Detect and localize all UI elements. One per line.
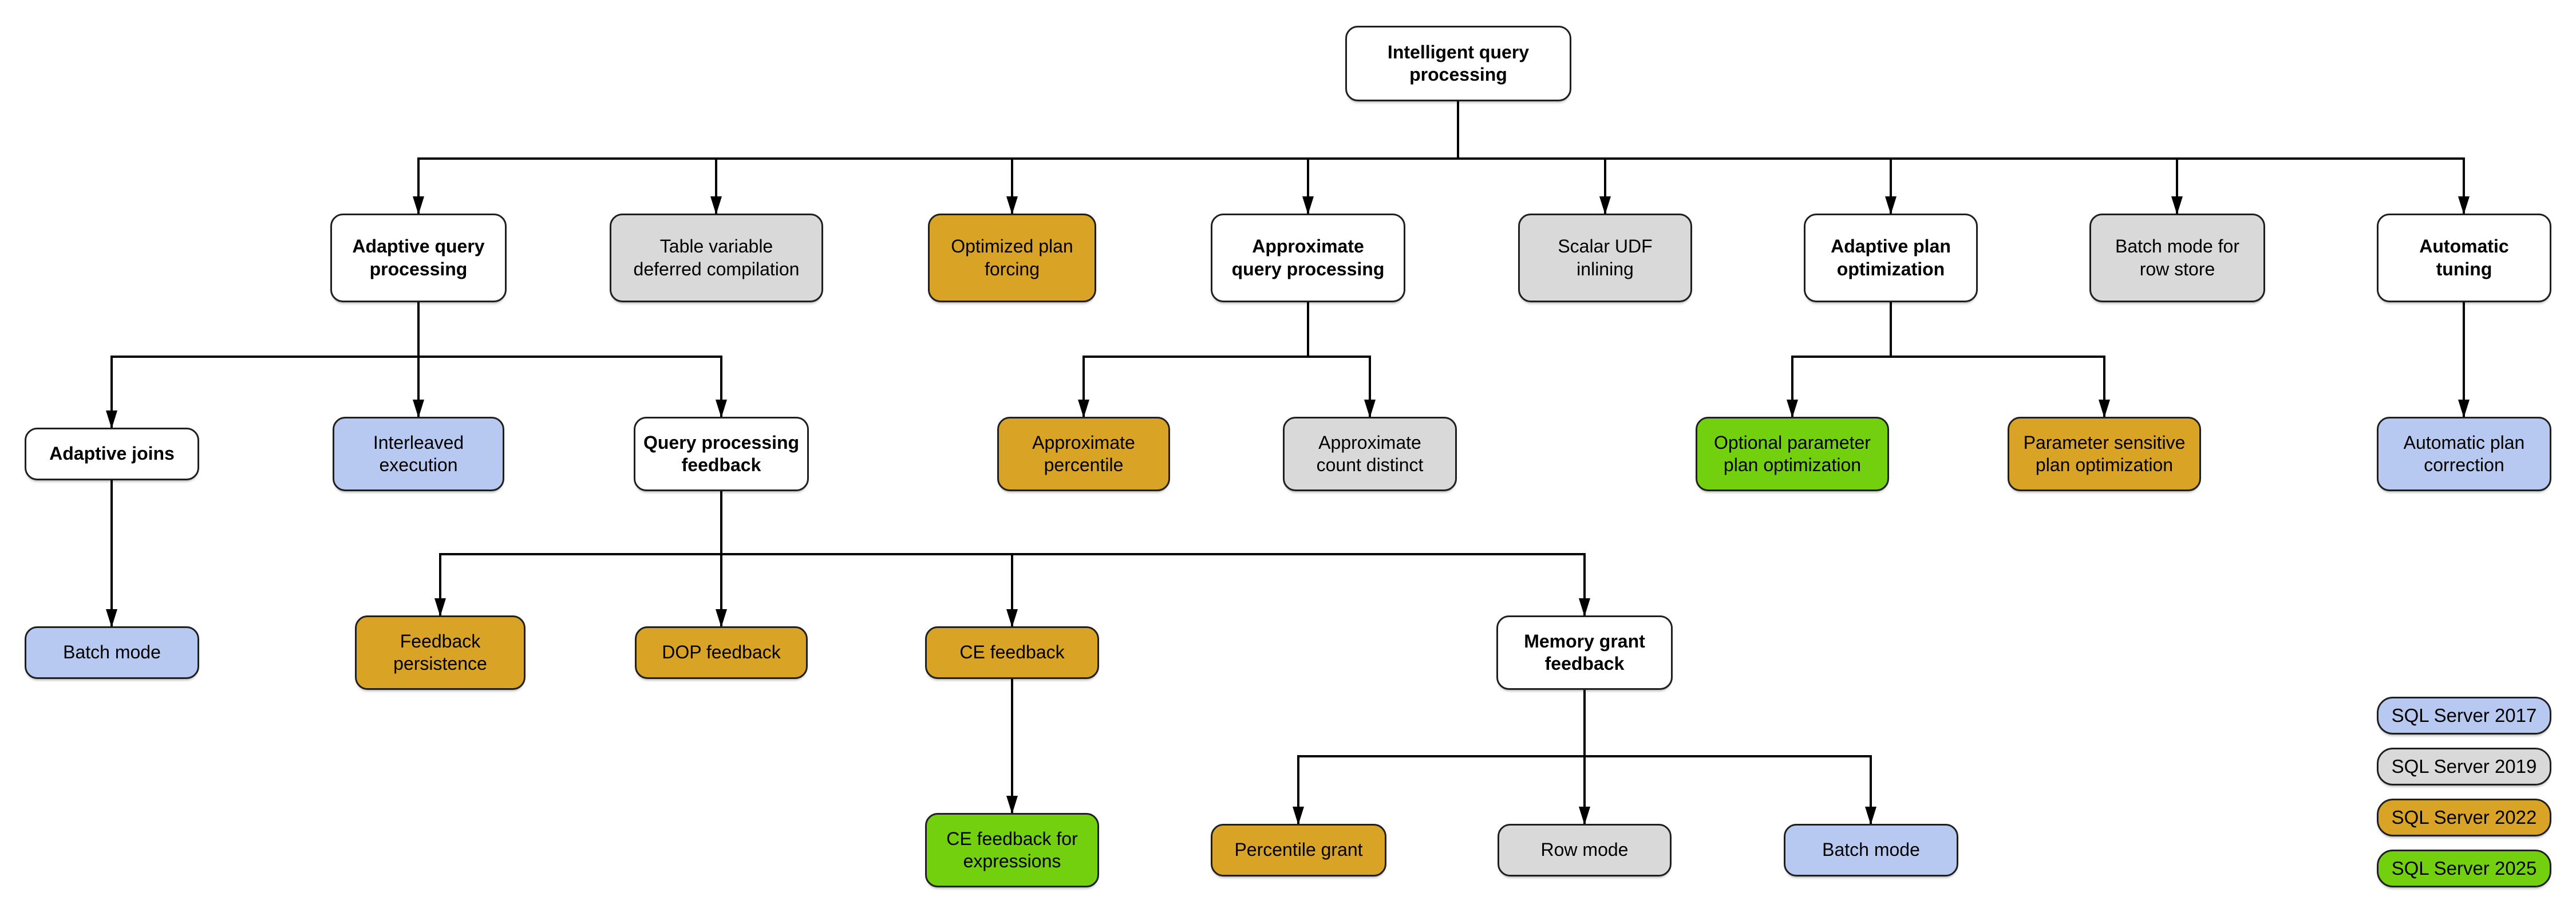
node-label: Query processing feedback <box>643 432 800 475</box>
legend-item-sql-server-2022: SQL Server 2022 <box>2377 799 2551 836</box>
node-adaptive-plan-optimization: Adaptive plan optimization <box>1804 214 1978 302</box>
node-label: Intelligent query processing <box>1387 41 1530 85</box>
legend-label: SQL Server 2022 <box>2391 807 2537 828</box>
node-query-processing-feedback: Query processing feedback <box>634 417 809 491</box>
node-label: DOP feedback <box>662 642 781 663</box>
node-label: CE feedback <box>959 642 1065 663</box>
node-label: Memory grant feedback <box>1524 630 1645 674</box>
node-label: Adaptive query processing <box>352 236 485 279</box>
node-approximate-query-processing: Approximate query processing <box>1211 214 1405 302</box>
node-label: Adaptive plan optimization <box>1831 236 1951 279</box>
node-adaptive-joins: Adaptive joins <box>25 428 199 480</box>
node-automatic-tuning: Automatic tuning <box>2377 214 2551 302</box>
node-label: Feedback persistence <box>393 630 487 674</box>
legend-item-sql-server-2017: SQL Server 2017 <box>2377 697 2551 735</box>
node-label: Percentile grant <box>1234 839 1363 860</box>
legend-label: SQL Server 2025 <box>2391 858 2537 879</box>
node-percentile-grant: Percentile grant <box>1211 824 1386 876</box>
node-label: Batch mode <box>63 642 161 663</box>
node-scalar-udf-inlining: Scalar UDF inlining <box>1518 214 1692 302</box>
node-label: Batch mode <box>1822 839 1920 860</box>
node-label: Parameter sensitive plan optimization <box>2023 432 2186 475</box>
node-label: Automatic plan correction <box>2403 432 2525 475</box>
node-automatic-plan-correction: Automatic plan correction <box>2377 417 2551 491</box>
node-optimized-plan-forcing: Optimized plan forcing <box>928 214 1096 302</box>
legend-label: SQL Server 2017 <box>2391 705 2537 726</box>
node-label: Batch mode for row store <box>2115 236 2239 279</box>
node-label: Interleaved execution <box>373 432 464 475</box>
node-label: Table variable deferred compilation <box>633 236 800 279</box>
node-label: Adaptive joins <box>49 443 175 464</box>
node-label: Scalar UDF inlining <box>1558 236 1653 279</box>
node-optional-parameter-plan-optimization: Optional parameter plan optimization <box>1696 417 1889 491</box>
node-approximate-percentile: Approximate percentile <box>997 417 1170 491</box>
legend-label: SQL Server 2019 <box>2391 756 2537 777</box>
node-ce-feedback-for-expressions: CE feedback for expressions <box>925 813 1099 887</box>
node-label: Approximate percentile <box>1032 432 1135 475</box>
node-label: Approximate query processing <box>1231 236 1385 279</box>
node-feedback-persistence: Feedback persistence <box>355 615 526 690</box>
node-intelligent-query-processing: Intelligent query processing <box>1345 26 1571 101</box>
node-batch-mode-memory-grant: Batch mode <box>1784 824 1958 876</box>
node-adaptive-query-processing: Adaptive query processing <box>330 214 507 302</box>
node-label: Row mode <box>1540 839 1629 860</box>
node-row-mode: Row mode <box>1498 824 1672 876</box>
node-label: Approximate count distinct <box>1316 432 1424 475</box>
node-table-variable-deferred-compilation: Table variable deferred compilation <box>610 214 823 302</box>
node-ce-feedback: CE feedback <box>925 626 1099 679</box>
node-approximate-count-distinct: Approximate count distinct <box>1283 417 1457 491</box>
node-label: Automatic tuning <box>2419 236 2509 279</box>
node-parameter-sensitive-plan-optimization: Parameter sensitive plan optimization <box>2008 417 2201 491</box>
node-label: CE feedback for expressions <box>946 828 1078 871</box>
legend-item-sql-server-2025: SQL Server 2025 <box>2377 850 2551 887</box>
node-label: Optimized plan forcing <box>951 236 1073 279</box>
node-batch-mode-adaptive-joins: Batch mode <box>25 626 199 679</box>
node-label: Optional parameter plan optimization <box>1714 432 1871 475</box>
node-dop-feedback: DOP feedback <box>635 626 808 679</box>
node-interleaved-execution: Interleaved execution <box>333 417 504 491</box>
node-memory-grant-feedback: Memory grant feedback <box>1496 615 1673 690</box>
node-batch-mode-for-row-store: Batch mode for row store <box>2089 214 2265 302</box>
legend-item-sql-server-2019: SQL Server 2019 <box>2377 748 2551 785</box>
